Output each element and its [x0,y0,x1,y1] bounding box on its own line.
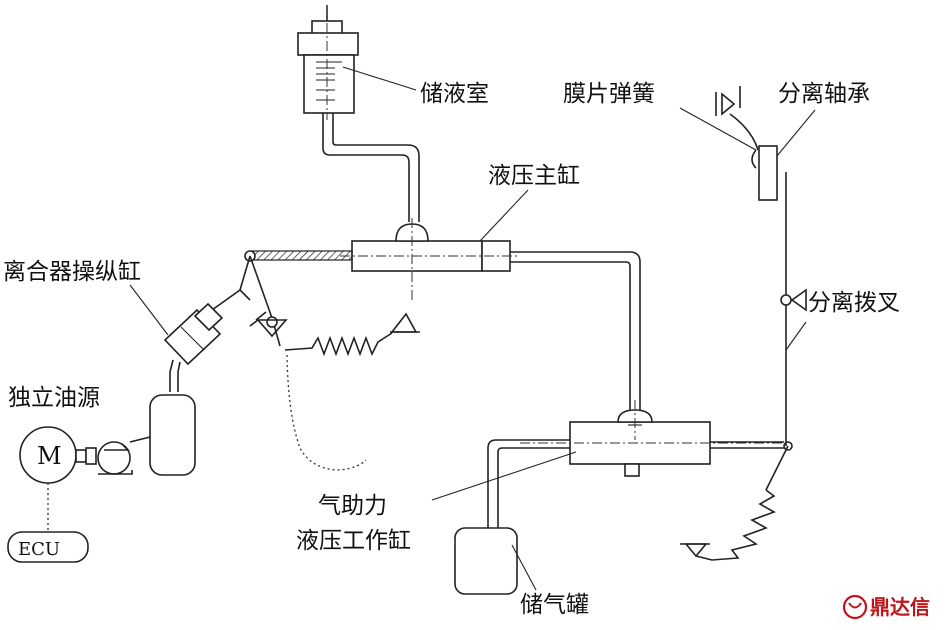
servo-cylinder-label-1: 气助力 [318,493,387,519]
master-to-servo-pipe [510,251,641,420]
reservoir-leader [342,66,417,91]
clutch-actuator [163,289,251,366]
watermark-logo [842,594,868,620]
release-bearing-label: 分离轴承 [778,81,870,107]
ecu-box [7,531,89,563]
servo-cylinder [520,400,790,477]
servo-cylinder-leader [431,451,577,501]
watermark-text: 鼎达信 [870,595,930,619]
reservoir [297,5,359,120]
oil-source-label: 独立油源 [8,385,100,411]
servo-cylinder-label-2: 液压工作缸 [296,528,411,554]
clutch-actuator-leader [129,284,169,336]
air-pipe [487,439,570,530]
release-bearing-leader [776,109,816,157]
fork-return-spring [695,489,776,561]
motor-symbol: M [37,442,62,470]
fork-pivot [780,294,792,306]
reservoir-label: 储液室 [420,81,489,107]
release-fork-label: 分离拨叉 [808,290,900,316]
diaphragm-spring-leader [679,107,757,151]
pedal-travel-path [286,354,367,471]
ecu-label: ECU [18,539,60,560]
fork-pivot-support [790,288,807,312]
air-tank-label: 储气罐 [520,592,589,618]
pump [75,436,151,475]
diaphragm-spring [715,86,759,151]
push-rod [251,250,353,261]
master-cylinder [340,218,520,300]
actuator-pipe [169,359,181,392]
master-cylinder-leader [479,189,529,242]
reservoir-pipe [322,113,420,222]
release-bearing [751,145,778,201]
release-fork-leader [785,321,807,351]
clutch-actuator-label: 离合器操纵缸 [3,259,141,285]
master-cylinder-label: 液压主缸 [488,163,580,189]
pedal-linkage [239,255,420,357]
air-tank [454,527,518,595]
air-tank-leader [511,544,537,591]
diaphragm-spring-label: 膜片弹簧 [563,81,655,107]
oil-tank [149,394,196,476]
